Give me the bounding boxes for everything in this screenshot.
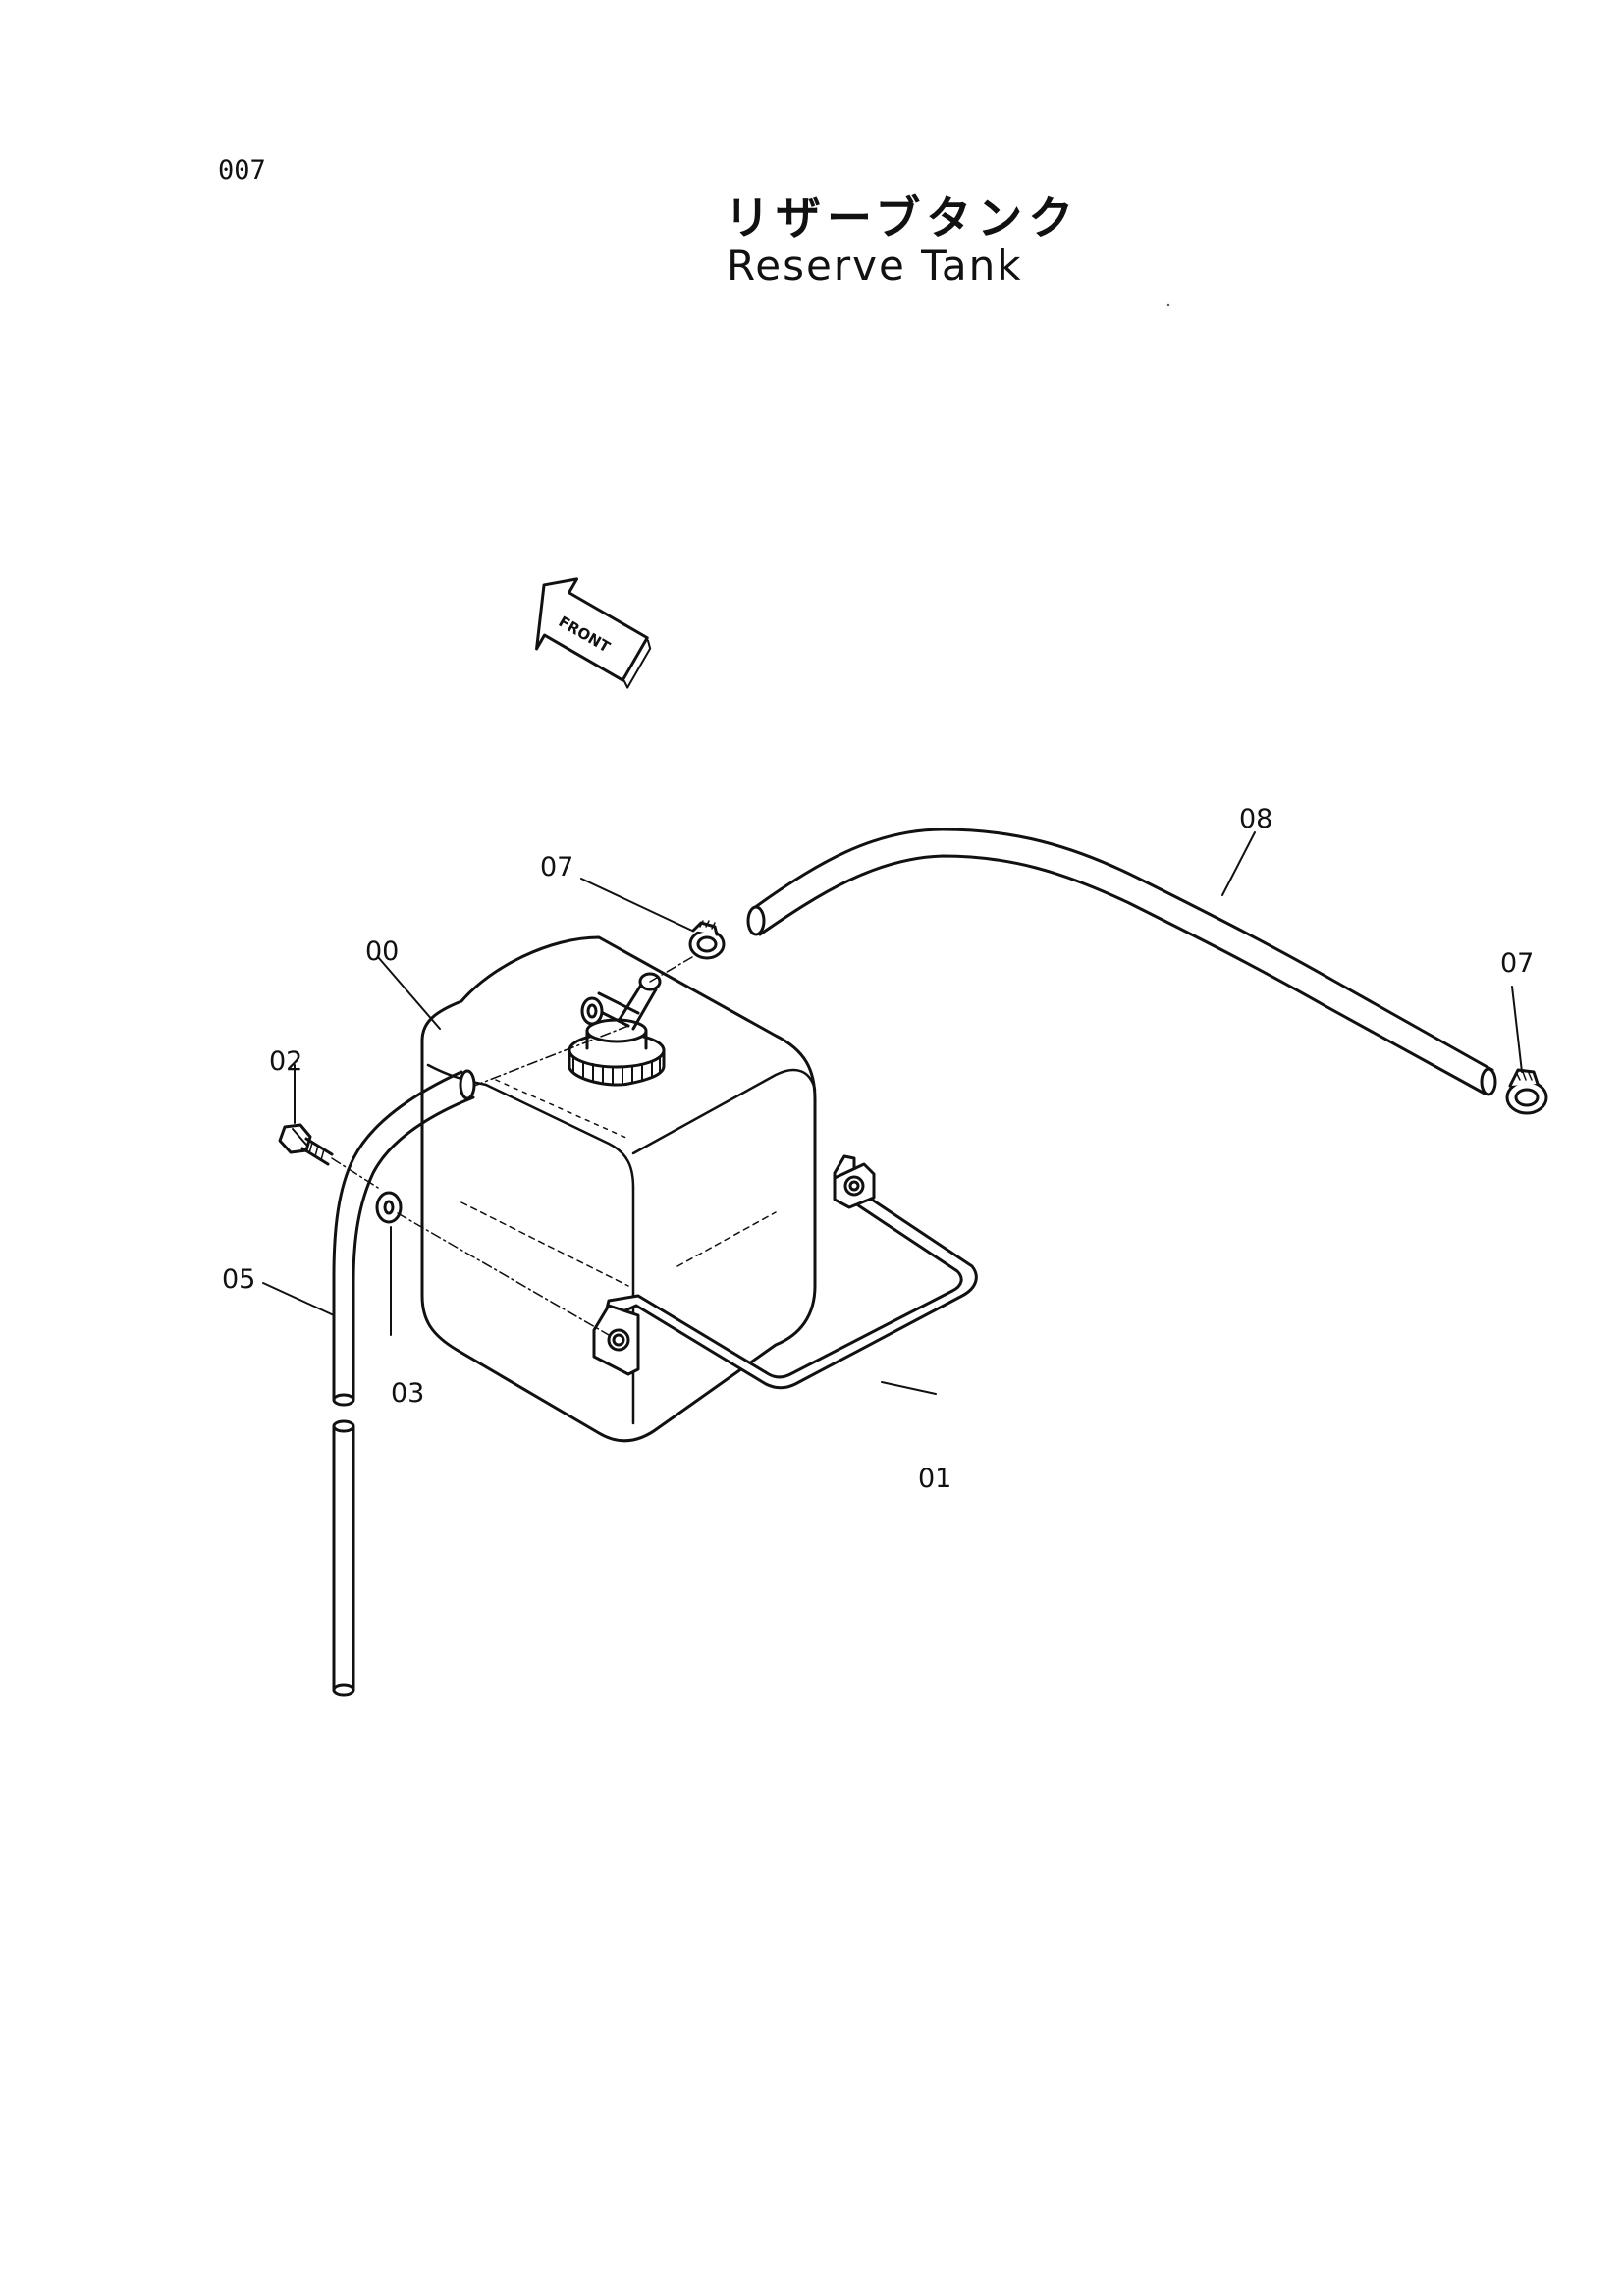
hose-clamp-right bbox=[1505, 1068, 1548, 1115]
reserve-tank bbox=[420, 935, 817, 1443]
filler-cap bbox=[568, 972, 666, 1087]
callout-07-right: 07 bbox=[1500, 948, 1534, 979]
callout-03: 03 bbox=[391, 1378, 424, 1409]
washer bbox=[375, 1191, 403, 1224]
page-number: 007 bbox=[218, 155, 266, 186]
overflow-hose bbox=[332, 1069, 476, 1697]
callout-02: 02 bbox=[269, 1046, 302, 1077]
title-japanese: リザーブタンク bbox=[725, 191, 1080, 244]
callout-05: 05 bbox=[222, 1264, 255, 1295]
bolt bbox=[278, 1123, 334, 1166]
callout-01: 01 bbox=[918, 1464, 951, 1494]
stray-dot bbox=[1166, 303, 1170, 307]
vent-hose bbox=[746, 828, 1497, 1096]
hose-clamp-left bbox=[688, 920, 726, 960]
leader-lines bbox=[262, 831, 1523, 1395]
title-english: Reserve Tank bbox=[727, 241, 1023, 290]
callout-08: 08 bbox=[1239, 804, 1272, 834]
callout-00: 00 bbox=[365, 936, 399, 967]
front-arrow-icon: FRONT bbox=[535, 577, 652, 689]
mounting-band bbox=[592, 1154, 978, 1390]
callout-07-left: 07 bbox=[540, 852, 573, 882]
